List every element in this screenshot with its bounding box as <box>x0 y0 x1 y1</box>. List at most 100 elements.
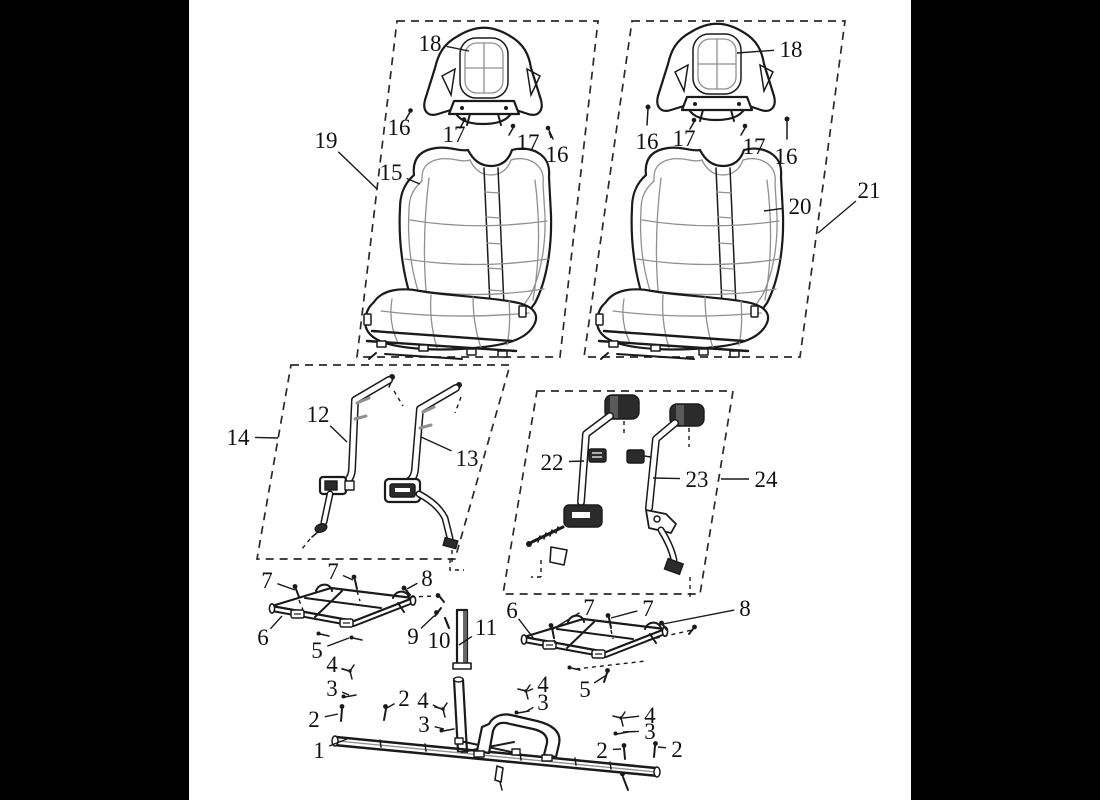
callout-5: 5 <box>579 675 606 702</box>
callout-label: 9 <box>407 624 419 649</box>
group-box-left-seatbelt-group <box>255 364 512 560</box>
callout-label: 17 <box>743 134 766 159</box>
callout-4: 4 <box>622 703 656 728</box>
fasteners-headrests <box>405 104 790 140</box>
callout-label: 14 <box>227 425 251 450</box>
callout-7: 7 <box>327 559 354 584</box>
seatbelt-12 <box>301 374 404 550</box>
callout-16: 16 <box>546 131 569 167</box>
callout-leader <box>386 702 395 709</box>
callout-label: 7 <box>327 559 339 584</box>
callout-19: 19 <box>315 128 378 190</box>
callout-8: 8 <box>406 566 433 591</box>
letterbox-right <box>911 0 1100 800</box>
callout-label: 8 <box>739 596 751 621</box>
callout-11: 11 <box>458 615 497 646</box>
seatbelt-13 <box>383 382 462 563</box>
group-box-right-seat-group <box>583 20 846 358</box>
callout-2: 2 <box>596 738 622 763</box>
fasteners-bottom <box>339 664 658 760</box>
callout-leader <box>434 726 445 730</box>
callout-label: 16 <box>636 129 659 154</box>
callout-leader <box>458 635 473 646</box>
callout-leader <box>337 151 378 190</box>
callout-leader <box>736 49 775 54</box>
callout-label: 17 <box>517 130 540 155</box>
frame-left <box>268 583 417 628</box>
callout-17: 17 <box>517 130 540 155</box>
callout-2: 2 <box>657 737 683 762</box>
callout-label: 2 <box>398 686 410 711</box>
mount-strut-11 <box>452 608 472 670</box>
callout-leader <box>341 691 350 696</box>
callout-17: 17 <box>743 134 766 159</box>
callout-label: 4 <box>644 703 656 728</box>
callout-label: 4 <box>326 652 338 677</box>
callout-9: 9 <box>407 615 435 649</box>
callout-label: 1 <box>313 738 325 763</box>
callout-leader <box>420 436 452 452</box>
callout-leader <box>324 713 339 718</box>
callout-leader <box>406 177 421 185</box>
callout-leader <box>657 746 667 749</box>
callout-10: 10 <box>428 628 451 653</box>
callout-label: 3 <box>537 690 549 715</box>
callout-18: 18 <box>419 31 470 56</box>
callout-3: 3 <box>418 712 445 737</box>
callout-leader <box>329 425 348 443</box>
letterbox-left <box>0 0 189 800</box>
callout-12: 12 <box>307 402 348 443</box>
callout-leader <box>763 207 784 212</box>
callout-16: 16 <box>775 144 798 169</box>
callout-label: 20 <box>789 194 812 219</box>
callout-label: 4 <box>537 672 549 697</box>
callout-23: 23 <box>652 467 709 492</box>
callout-leader <box>269 615 283 630</box>
callout-leader <box>432 704 442 710</box>
callout-2: 2 <box>386 686 410 711</box>
callout-label: 17 <box>443 122 466 147</box>
callout-3: 3 <box>526 690 549 715</box>
callout-24: 24 <box>721 467 778 492</box>
callout-label: 2 <box>671 737 683 762</box>
callout-3: 3 <box>622 719 656 744</box>
callout-leader <box>548 131 552 139</box>
callout-20: 20 <box>763 194 812 219</box>
callout-label: 3 <box>326 676 338 701</box>
callout-leader <box>622 730 640 733</box>
callout-leader <box>552 612 580 630</box>
fasteners-left-frame <box>292 574 451 641</box>
callout-label: 15 <box>380 160 403 185</box>
callout-7: 7 <box>610 596 654 621</box>
group-box-right-seatbelt-group <box>501 390 734 595</box>
callout-4: 4 <box>527 672 549 697</box>
main-rail <box>331 713 661 791</box>
callout-label: 12 <box>307 402 330 427</box>
callout-label: 6 <box>257 625 269 650</box>
callout-leader <box>254 436 279 439</box>
callout-leader <box>610 610 638 619</box>
group-boxes-layer <box>255 20 846 595</box>
callout-leader <box>526 706 534 712</box>
callout-3: 3 <box>326 676 350 701</box>
callout-label: 6 <box>506 598 518 623</box>
callout-label: 3 <box>644 719 656 744</box>
callout-label: 7 <box>583 595 595 620</box>
callout-16: 16 <box>388 115 411 140</box>
callout-14: 14 <box>227 425 279 450</box>
callout-leader <box>593 675 606 684</box>
seat-left <box>363 146 553 360</box>
callout-7: 7 <box>552 595 595 630</box>
callout-label: 7 <box>261 568 273 593</box>
callout-leader <box>341 667 349 672</box>
callout-leader <box>446 45 470 52</box>
group-box-left-seat-group <box>356 20 599 358</box>
callout-label: 13 <box>456 446 479 471</box>
callout-leader <box>328 738 348 747</box>
callout-leader <box>406 582 418 590</box>
callout-label: 5 <box>579 677 591 702</box>
callout-label: 23 <box>686 467 709 492</box>
callout-7: 7 <box>261 568 296 593</box>
